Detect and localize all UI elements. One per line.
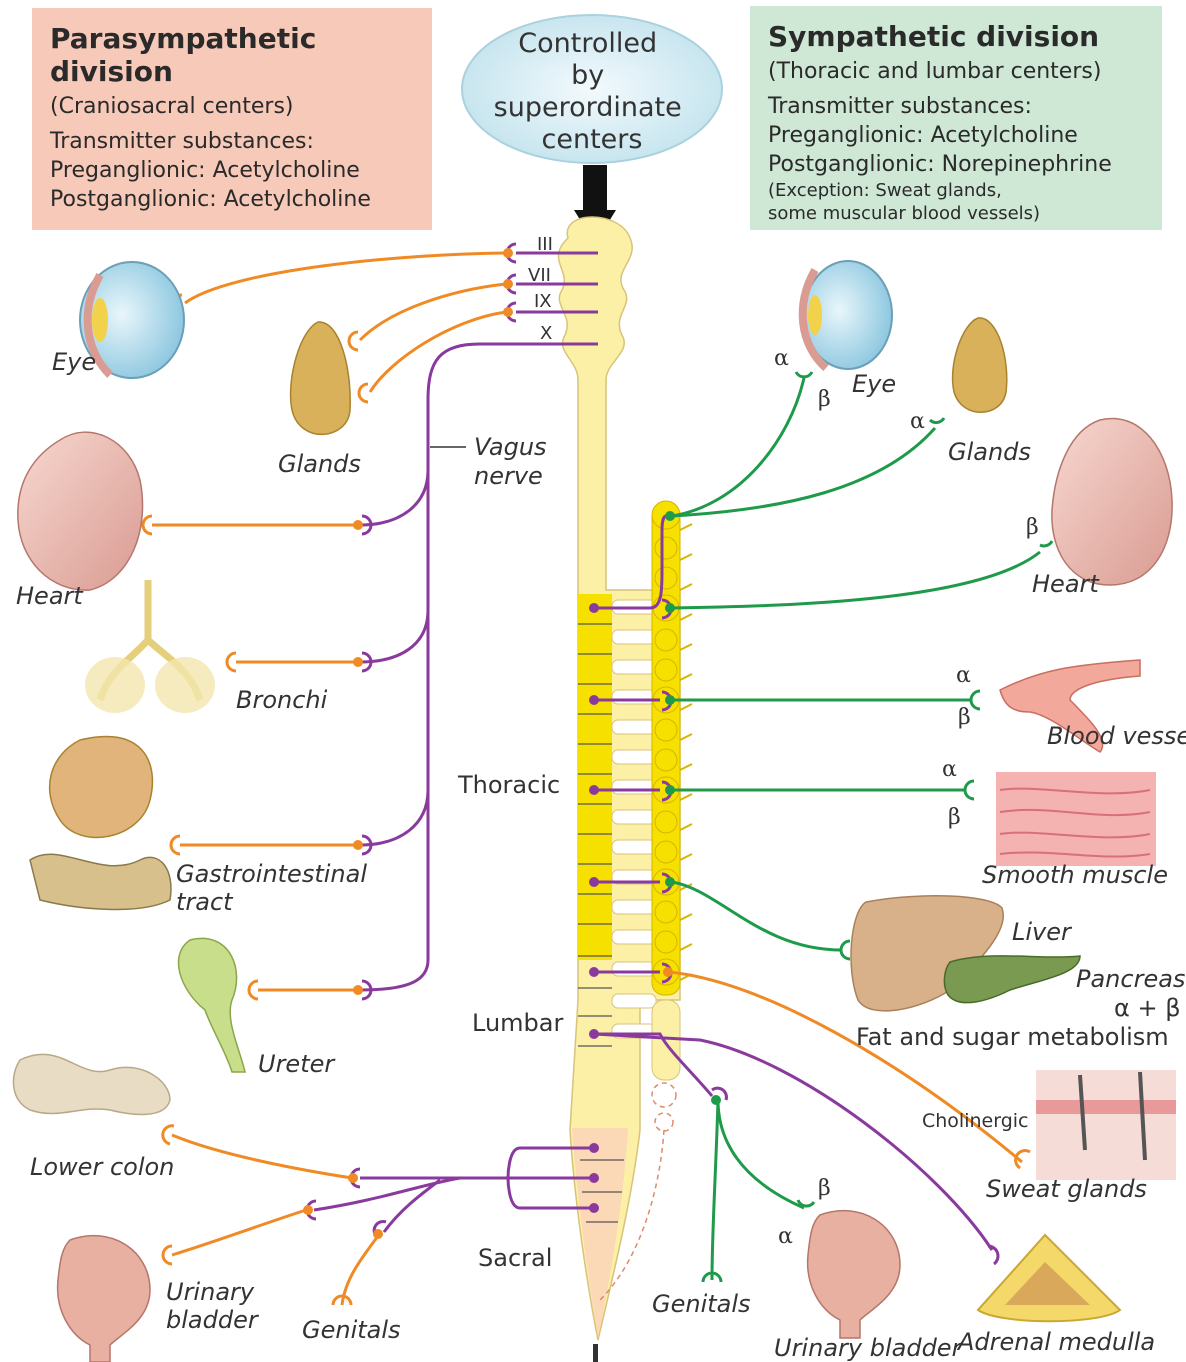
label-left-heart: Heart [16, 582, 84, 610]
cranial-ganglia [353, 248, 513, 995]
label-left-bronchi: Bronchi [236, 686, 328, 714]
bladder-beta-label: β [818, 1176, 831, 1201]
pancreas-image [944, 956, 1080, 1003]
label-right-genitals: Genitals [652, 1290, 751, 1318]
label-sweat-glands: Sweat glands [986, 1175, 1147, 1203]
right-glands-image [953, 318, 1007, 412]
sacral-preganglionic-fibers [314, 1148, 596, 1232]
muscle-alpha-label: α [942, 757, 957, 782]
left-heart-image [18, 432, 143, 590]
label-alpha-plus-beta: α + β [1114, 994, 1181, 1022]
eye-alpha-label: α [774, 346, 789, 371]
cranial-nerve-IX: IX [534, 291, 552, 312]
label-vagus-1: Vagus [474, 433, 547, 461]
label-left-ureter: Ureter [258, 1050, 336, 1078]
label-adrenal-medulla: Adrenal medulla [956, 1328, 1155, 1356]
label-left-gi-1: Gastrointestinal [176, 860, 367, 888]
label-blood-vessels: Blood vessels [1047, 722, 1186, 750]
vessels-alpha-label: α [956, 663, 971, 688]
glands-alpha-label: α [910, 409, 925, 434]
vessels-beta-label: β [958, 705, 971, 730]
left-glands-image [291, 322, 351, 434]
eye-beta-label: β [818, 387, 831, 412]
left-bronchi-image [85, 580, 215, 713]
control-line-4: centers [542, 124, 643, 155]
skin-sweat-gland-image [1036, 1070, 1176, 1180]
bladder-alpha-label: α [778, 1224, 793, 1249]
sweat-gland-ganglion [663, 967, 673, 977]
right-urinary-bladder-image [808, 1211, 900, 1338]
label-smooth-muscle: Smooth muscle [982, 861, 1168, 889]
label-left-eye: Eye [52, 348, 96, 376]
chain-ticks [680, 524, 692, 980]
label-pancreas: Pancreas [1076, 965, 1185, 993]
label-left-gi-2: tract [176, 888, 234, 916]
left-gi-tract-image [30, 736, 171, 909]
cranial-nerve-labels: III VII IX X [528, 234, 553, 344]
left-lower-colon-image [13, 1054, 170, 1114]
control-line-2: by [571, 60, 604, 91]
label-vagus-2: nerve [474, 462, 543, 490]
left-ureter-image [178, 938, 245, 1072]
label-metabolism: Fat and sugar metabolism [856, 1023, 1169, 1051]
muscle-beta-label: β [948, 805, 961, 830]
label-right-heart: Heart [1032, 570, 1100, 598]
smooth-muscle-image [996, 772, 1156, 866]
label-left-urinary-1: Urinary [166, 1278, 255, 1306]
label-right-glands: Glands [948, 438, 1031, 466]
thoracic-gray-matter [578, 594, 612, 960]
label-left-lower-colon: Lower colon [30, 1153, 174, 1181]
control-line-1: Controlled [518, 28, 657, 59]
label-left-genitals: Genitals [302, 1316, 401, 1344]
right-heart-image [1052, 418, 1172, 585]
adrenal-medulla-image [978, 1235, 1120, 1321]
cranial-nerve-X: X [540, 323, 552, 344]
label-lumbar: Lumbar [472, 1009, 563, 1037]
label-cholinergic: Cholinergic [922, 1110, 1029, 1132]
label-right-urinary-bladder: Urinary bladder [774, 1334, 964, 1362]
control-line-3: superordinate [494, 92, 682, 123]
heart-beta-label: β [1026, 515, 1039, 540]
label-sacral: Sacral [478, 1244, 552, 1272]
label-left-urinary-2: bladder [166, 1306, 260, 1334]
right-eye-image [803, 261, 892, 369]
label-left-glands: Glands [278, 450, 361, 478]
sympathetic-postganglionic-fibers [672, 378, 1040, 1280]
bottom-marker [593, 1344, 598, 1362]
label-thoracic: Thoracic [457, 771, 560, 799]
label-liver: Liver [1012, 918, 1073, 946]
label-right-eye: Eye [852, 370, 896, 398]
left-urinary-bladder-image [58, 1236, 150, 1362]
control-arrow-shaft [583, 165, 607, 213]
